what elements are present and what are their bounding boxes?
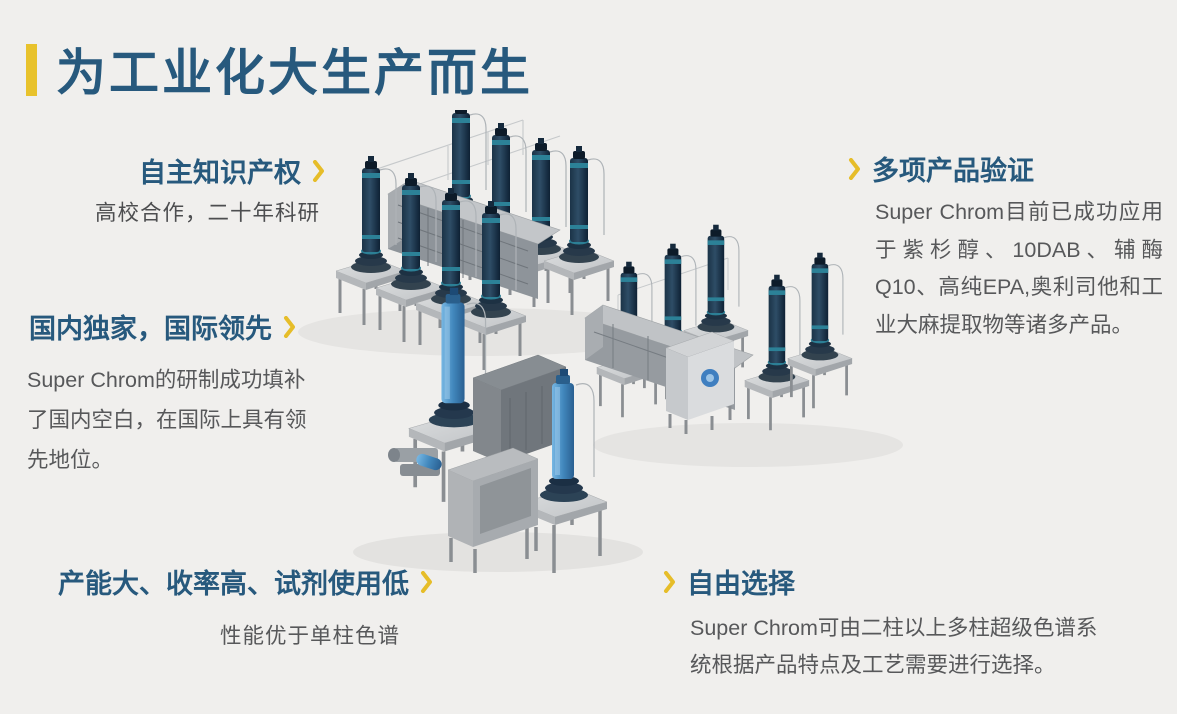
feature-ip-body: 高校合作，二十年科研 <box>95 201 321 225</box>
machine-eight-column-system <box>334 110 616 372</box>
chevron-right-icon <box>284 315 295 338</box>
title-accent-bar <box>26 44 37 96</box>
machine-two-column-system <box>388 285 609 575</box>
feature-ip-label: 自主知识产权 <box>139 158 301 188</box>
machines-illustration <box>298 110 903 575</box>
feature-choice-heading[interactable]: 自由选择 <box>663 562 795 601</box>
feature-validation-body: Super Chrom目前已成功应用于紫杉醇、10DAB、辅酶Q10、高纯EPA… <box>875 200 1163 337</box>
chevron-right-icon <box>849 157 860 180</box>
feature-exclusive-body: Super Chrom的研制成功填补了国内空白，在国际上具有领先地位。 <box>27 368 307 472</box>
machine-five-column-system <box>584 223 854 434</box>
feature-choice-body: Super Chrom可由二柱以上多柱超级色谱系统根据产品特点及工艺需要进行选择… <box>690 616 1098 677</box>
chevron-right-icon <box>313 159 324 182</box>
feature-exclusive-label: 国内独家，国际领先 <box>29 314 272 344</box>
feature-choice-label: 自由选择 <box>687 569 795 599</box>
feature-ip-heading[interactable]: 自主知识产权 <box>75 151 325 190</box>
feature-validation-heading[interactable]: 多项产品验证 <box>848 149 1034 188</box>
page-title: 为工业化大生产而生 <box>56 45 533 101</box>
chevron-right-icon <box>664 570 675 593</box>
frame-cabinet <box>447 447 539 573</box>
shadow-machine-b <box>593 423 903 467</box>
feature-exclusive-heading[interactable]: 国内独家，国际领先 <box>29 307 296 346</box>
feature-capacity-body: 性能优于单柱色谱 <box>220 624 401 648</box>
chevron-right-icon <box>421 570 432 593</box>
pump-skid <box>388 448 442 476</box>
feature-capacity-heading[interactable]: 产能大、收率高、试剂使用低 <box>58 562 433 601</box>
feature-capacity-label: 产能大、收率高、试剂使用低 <box>58 569 409 599</box>
shadow-machine-c <box>353 532 643 572</box>
feature-validation-label: 多项产品验证 <box>872 156 1034 186</box>
